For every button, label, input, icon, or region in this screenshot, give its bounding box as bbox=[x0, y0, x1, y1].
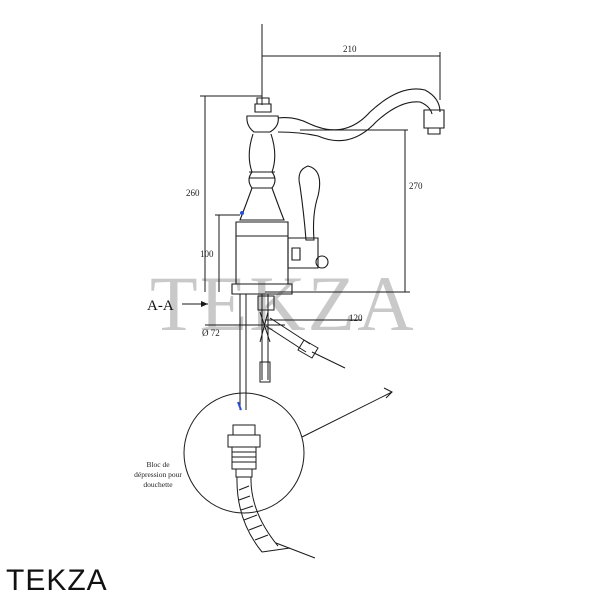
dim-base-diameter: Ø 72 bbox=[202, 328, 220, 338]
detail-note-line-3: douchette bbox=[143, 480, 173, 489]
accent-mark bbox=[240, 211, 244, 215]
detail-note-line-1: Bloc de bbox=[146, 460, 170, 469]
supply-hoses bbox=[239, 294, 346, 410]
dim-body-height: 260 bbox=[186, 188, 200, 198]
faucet-body bbox=[231, 88, 445, 295]
detail-note-line-2: dépression pour bbox=[134, 470, 182, 479]
brand-logo-text: TEKZA bbox=[6, 564, 108, 597]
detail-circle bbox=[183, 387, 393, 559]
dim-total-height: 270 bbox=[409, 181, 423, 191]
dimension-lines bbox=[200, 24, 441, 326]
dim-base-height: 100 bbox=[200, 249, 214, 259]
dim-lever-offset: 120 bbox=[349, 313, 363, 323]
dim-total-reach: 210 bbox=[343, 44, 357, 54]
section-arrow-head bbox=[201, 301, 208, 307]
accent-mark-lower bbox=[237, 401, 242, 411]
section-label: A-A bbox=[147, 298, 174, 314]
